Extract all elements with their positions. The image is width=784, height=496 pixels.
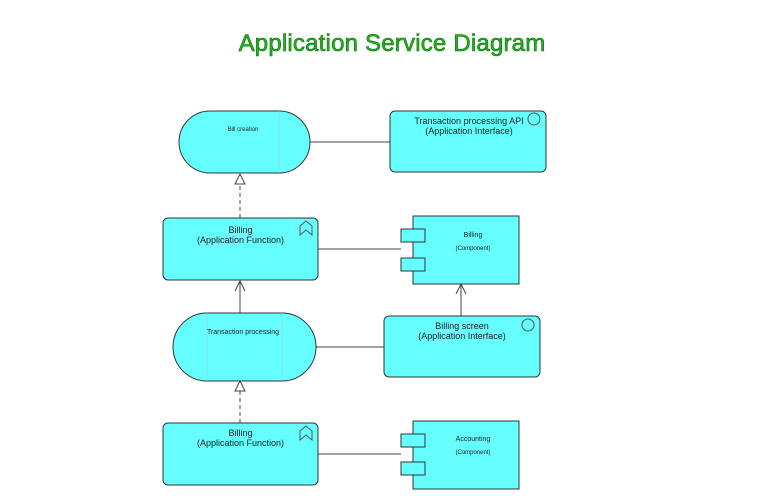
billing-function-bottom[interactable] (162, 422, 319, 486)
billing-bottom-type: (Application Function) (196, 438, 285, 449)
accounting-component[interactable] (400, 420, 520, 490)
billing-component[interactable] (400, 215, 520, 285)
billing-top-name: Billing (228, 225, 253, 235)
accounting-component-name: Accounting (455, 436, 491, 443)
component-tab-upper (400, 433, 426, 448)
interface-circle-icon (521, 318, 535, 332)
billing-screen-label-group: Billing screen (Application Interface) (384, 321, 540, 342)
component-tab-lower (400, 461, 426, 476)
diagram-title: Application Service Diagram (238, 30, 546, 58)
api-label-group: Transaction processing API (Application … (392, 116, 546, 137)
billing-screen-interface[interactable] (383, 315, 541, 378)
interface-circle-icon (527, 112, 541, 126)
component-tab-lower (400, 257, 426, 272)
billing-function-top[interactable] (162, 217, 319, 281)
accounting-component-type: (Component) (455, 450, 491, 457)
billing-top-label-group: Billing (Application Function) (163, 225, 318, 246)
transaction-processing-service[interactable] (172, 312, 317, 382)
transaction-processing-api-interface[interactable] (389, 110, 547, 173)
billing-component-name: Billing (463, 232, 483, 239)
billing-screen-type: (Application Interface) (418, 331, 506, 342)
connectors (240, 141, 461, 455)
billing-bottom-name: Billing (228, 428, 253, 438)
billing-bottom-label-group: Billing (Application Function) (163, 428, 318, 449)
billing-component-label-group: Billing (Component) (428, 232, 518, 253)
api-name: Transaction processing API (414, 116, 524, 126)
transaction-processing-label: Transaction processing (206, 329, 280, 336)
component-tab-upper (400, 228, 426, 243)
billing-component-type: (Component) (455, 246, 491, 253)
billing-screen-name: Billing screen (435, 321, 489, 331)
api-type: (Application Interface) (425, 126, 513, 137)
billing-top-type: (Application Function) (196, 235, 285, 246)
bill-creation-label: Bill creation (227, 127, 259, 133)
bill-creation-service[interactable] (178, 110, 311, 174)
function-chevron-icon (299, 220, 313, 237)
accounting-component-label-group: Accounting (Component) (428, 436, 518, 457)
function-chevron-icon (299, 425, 313, 442)
